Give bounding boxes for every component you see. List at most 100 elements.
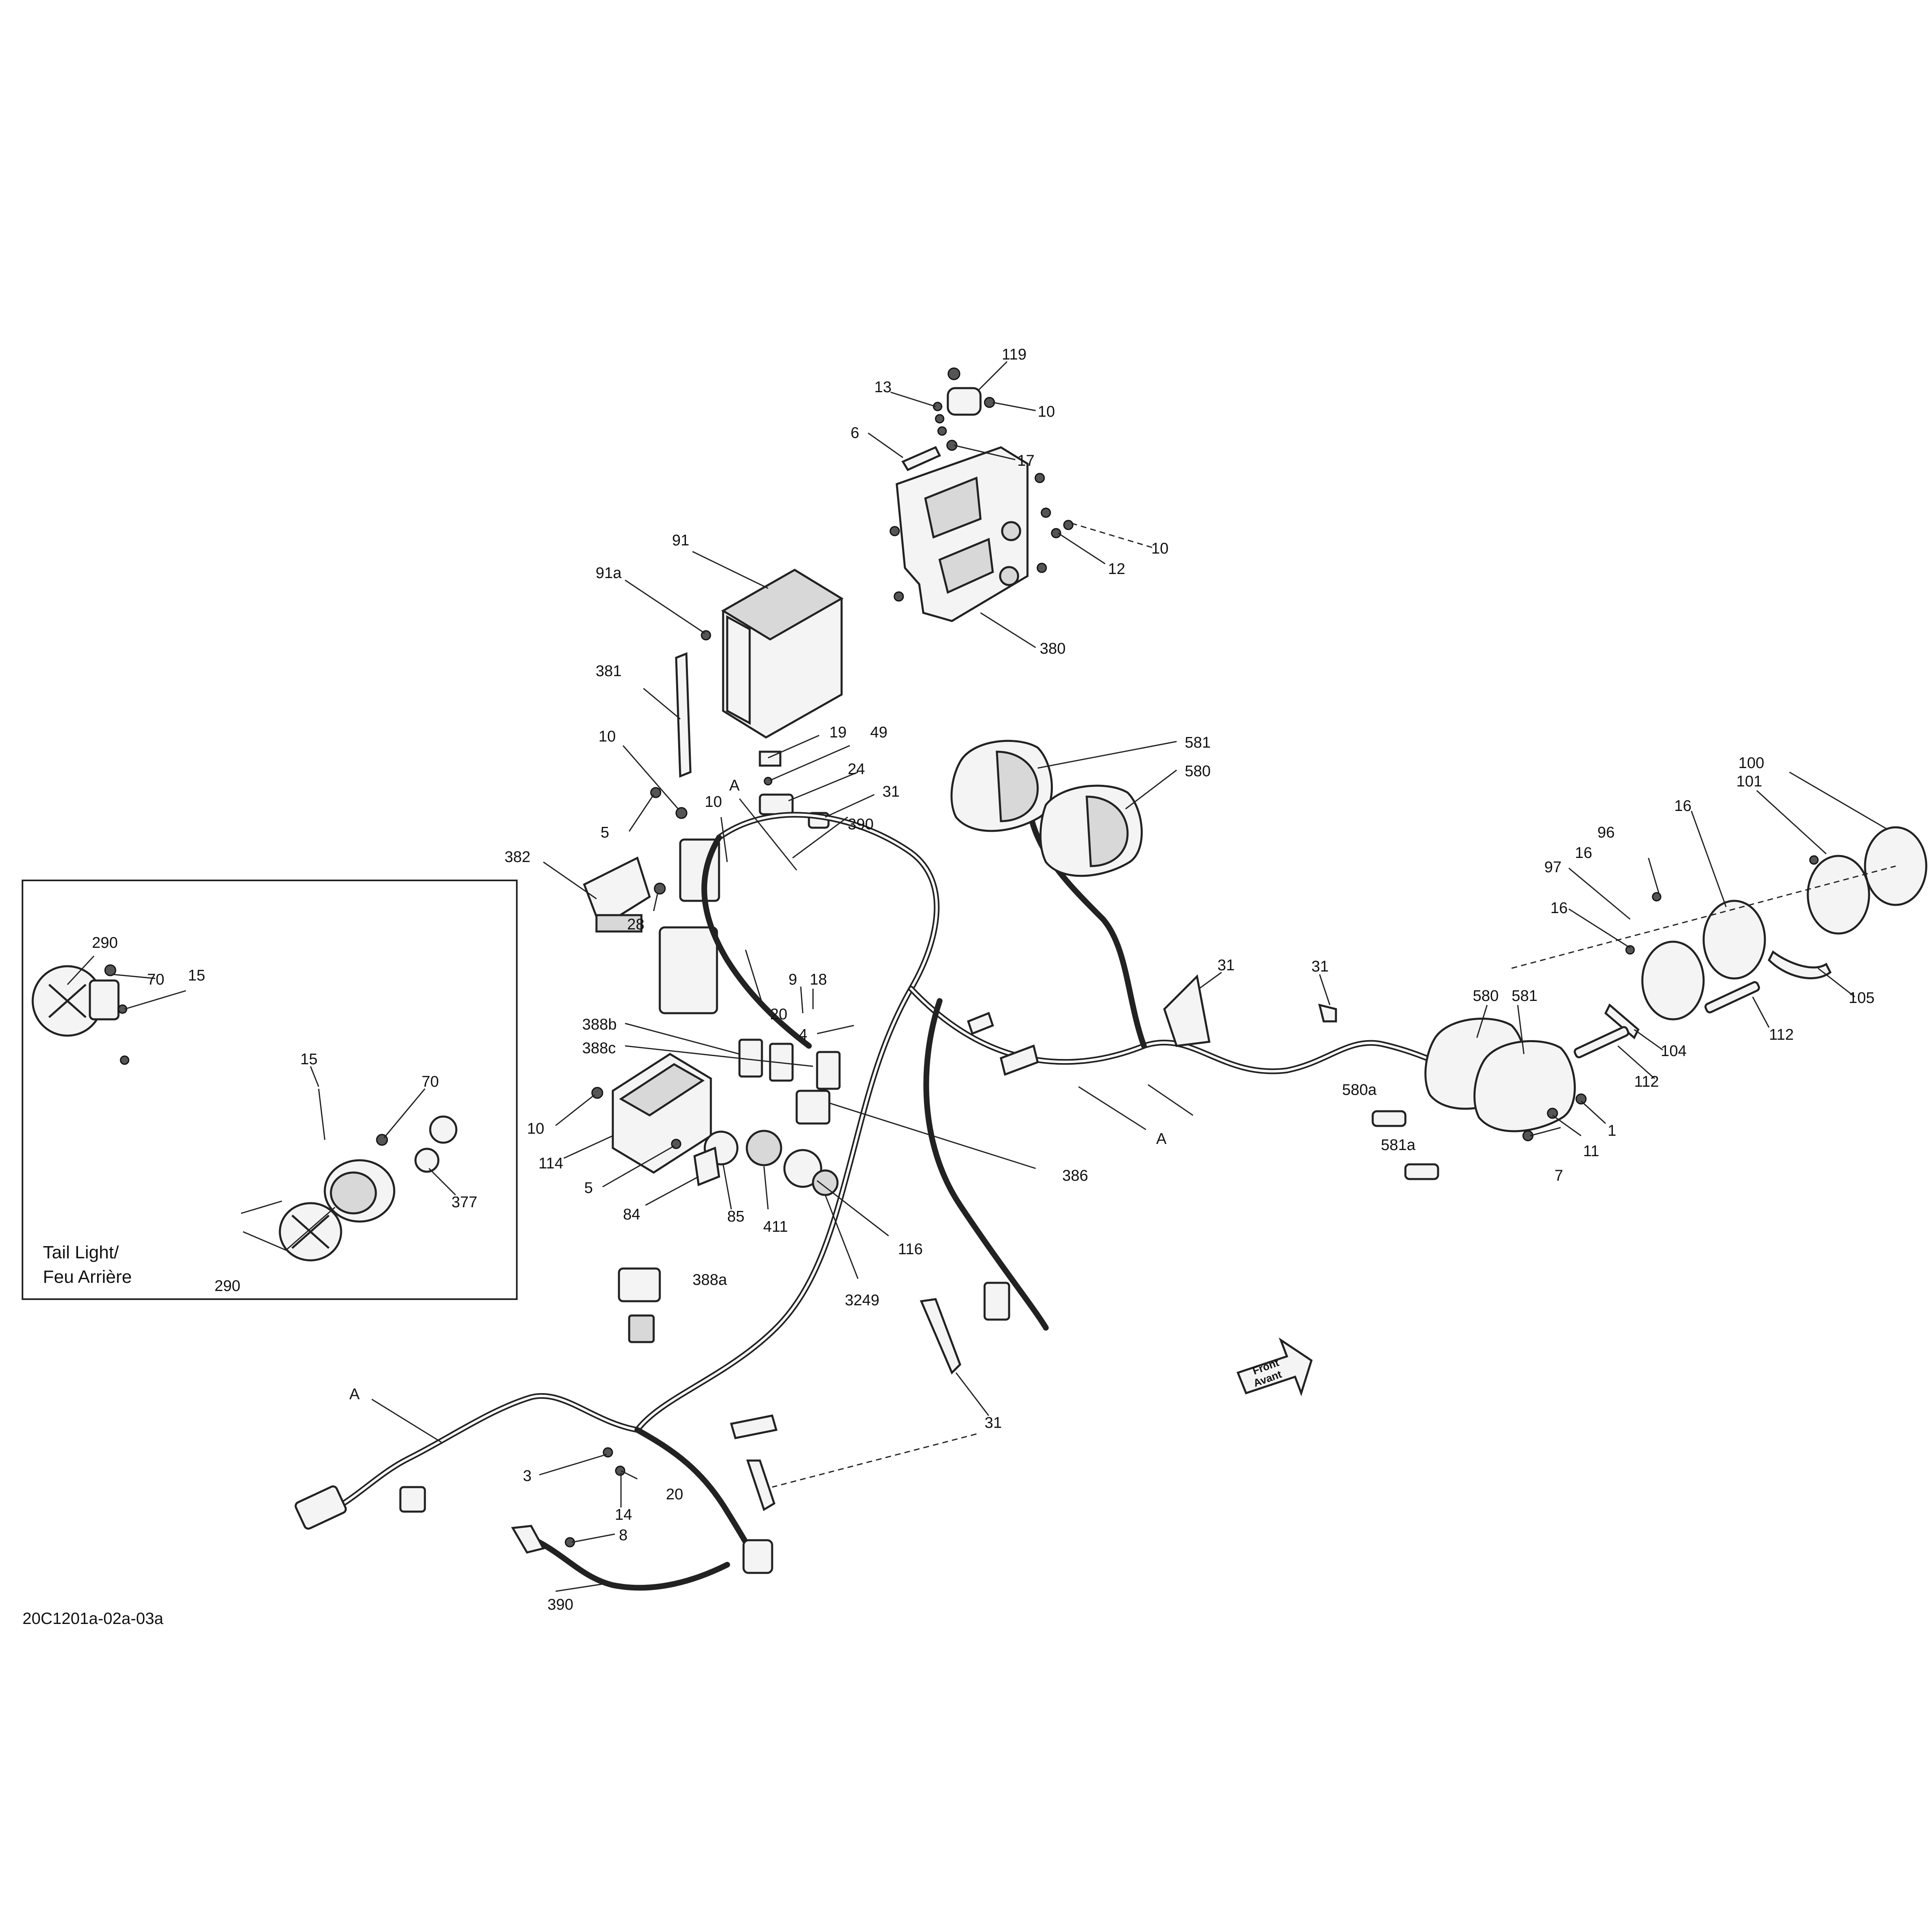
tail-light-housing-a	[89, 979, 120, 1021]
callout-116: 116	[898, 1241, 923, 1258]
connector-rear-main	[295, 1485, 347, 1530]
connector-388a-plug	[628, 1314, 655, 1343]
callout-16-a: 16	[1674, 797, 1691, 815]
nut-10-bracket	[1063, 520, 1074, 530]
cable-tie-misc-a	[730, 1414, 778, 1439]
bulb-581a	[1404, 1163, 1439, 1180]
harness-rear-left-core	[326, 1394, 639, 1513]
tail-light-290-lens-cross	[48, 984, 87, 1018]
callout-16-b: 16	[1575, 844, 1592, 862]
callout-580a: 580a	[1342, 1081, 1377, 1099]
callout-28: 28	[627, 916, 644, 933]
tail-light-reflector	[330, 1171, 377, 1215]
washer-28	[654, 882, 666, 895]
callout-101: 101	[1736, 773, 1762, 790]
bracket-382-group	[583, 787, 720, 1174]
cable-end-6	[901, 446, 941, 471]
callout-386: 386	[1062, 1167, 1088, 1184]
callout-390-bottom: 390	[547, 1596, 573, 1613]
callout-85: 85	[727, 1208, 744, 1225]
switch-388a	[618, 1267, 661, 1302]
callout-7: 7	[1555, 1167, 1563, 1184]
callout-390-top: 390	[848, 816, 873, 833]
callout-70-a: 70	[147, 971, 164, 988]
ring-96	[1702, 900, 1766, 980]
switch-connectors	[618, 1039, 841, 1343]
headlight-bezels	[1574, 826, 1928, 1059]
cable-ties	[730, 974, 1337, 1511]
callout-580-right: 580	[1473, 987, 1499, 1005]
diagram-code: 20C1201a-02a-03a	[22, 1610, 163, 1628]
adjuster-112-a	[1704, 981, 1760, 1014]
callout-119: 119	[1002, 346, 1027, 363]
washer-13a	[933, 402, 943, 411]
callout-97: 97	[1544, 859, 1561, 876]
connector-lower-mid	[983, 1282, 1010, 1321]
front-direction-arrow: Front Avant	[1236, 1337, 1313, 1396]
socket-411	[746, 1130, 782, 1166]
bolt-e	[893, 591, 904, 602]
ring-101	[1807, 855, 1870, 935]
callout-70-b: 70	[422, 1073, 439, 1090]
washer-12	[1051, 528, 1061, 538]
bolt-b	[1041, 507, 1051, 518]
inset-title-fr: Feu Arrière	[43, 1267, 132, 1287]
callout-581a: 581a	[1381, 1137, 1416, 1154]
callout-13: 13	[874, 379, 891, 396]
callout-1: 1	[1608, 1122, 1616, 1139]
tail-light-inset: Tail Light/ Feu Arrière	[22, 880, 518, 1300]
harness-branch-headlight	[1025, 777, 1147, 1049]
harness-left-loop	[701, 835, 812, 1049]
headlights-top	[950, 739, 1143, 877]
callout-100: 100	[1738, 755, 1764, 772]
harness-branch-lower	[923, 998, 1049, 1331]
connector-388c	[816, 1051, 841, 1090]
retainer-104	[1604, 1003, 1640, 1039]
callout-112-b: 112	[1634, 1073, 1659, 1090]
callout-3249: 3249	[845, 1292, 880, 1309]
harness-main-trunk-core	[636, 813, 938, 1431]
callout-10-top: 10	[1038, 403, 1055, 420]
fuse-box-assembly	[675, 569, 844, 829]
power-outlet-116	[783, 1149, 822, 1188]
relay-block-b	[659, 926, 718, 1014]
callout-4: 4	[799, 1026, 807, 1043]
screw-16-c	[1625, 945, 1635, 955]
callout-11: 11	[1583, 1143, 1599, 1160]
callout-19: 19	[829, 724, 847, 741]
key-switch-84	[693, 1146, 720, 1186]
regulator-fins	[619, 1063, 705, 1117]
retainer-105	[1767, 950, 1832, 979]
strap-381	[675, 652, 692, 778]
callout-17: 17	[1017, 452, 1034, 469]
ring-97	[1641, 940, 1705, 1021]
callout-A-mid: A	[1156, 1130, 1167, 1148]
screw-16-b	[1652, 892, 1662, 902]
screw-11	[1547, 1108, 1558, 1119]
solenoid-119	[947, 387, 982, 416]
callout-290-b: 290	[214, 1278, 240, 1295]
headlight-580-top-rings	[1085, 795, 1129, 867]
bracket-window-lower	[938, 538, 994, 594]
bracket-382	[583, 856, 651, 929]
tail-light-290-lens-cross-b	[291, 1215, 330, 1249]
cable-tie-31-d	[746, 1459, 776, 1511]
bracket-window-upper	[924, 476, 982, 539]
callout-12: 12	[1108, 561, 1125, 578]
harness-rear-right	[634, 1427, 763, 1568]
callout-14: 14	[615, 1506, 632, 1523]
callout-380: 380	[1040, 640, 1065, 657]
headlights-right	[1371, 1017, 1587, 1180]
callout-10-left: 10	[599, 728, 616, 745]
callout-31-a: 31	[882, 783, 900, 800]
callout-411: 411	[763, 1218, 788, 1235]
ground-lug-8	[511, 1525, 545, 1554]
callout-290-a: 290	[92, 934, 118, 951]
front-arrow-shape	[1236, 1337, 1313, 1396]
wiring-harness-A	[295, 777, 1457, 1591]
bolt-a	[1034, 473, 1045, 483]
callout-A-bottom: A	[349, 1386, 360, 1403]
inset-frame	[22, 880, 518, 1300]
callout-91: 91	[672, 532, 689, 549]
